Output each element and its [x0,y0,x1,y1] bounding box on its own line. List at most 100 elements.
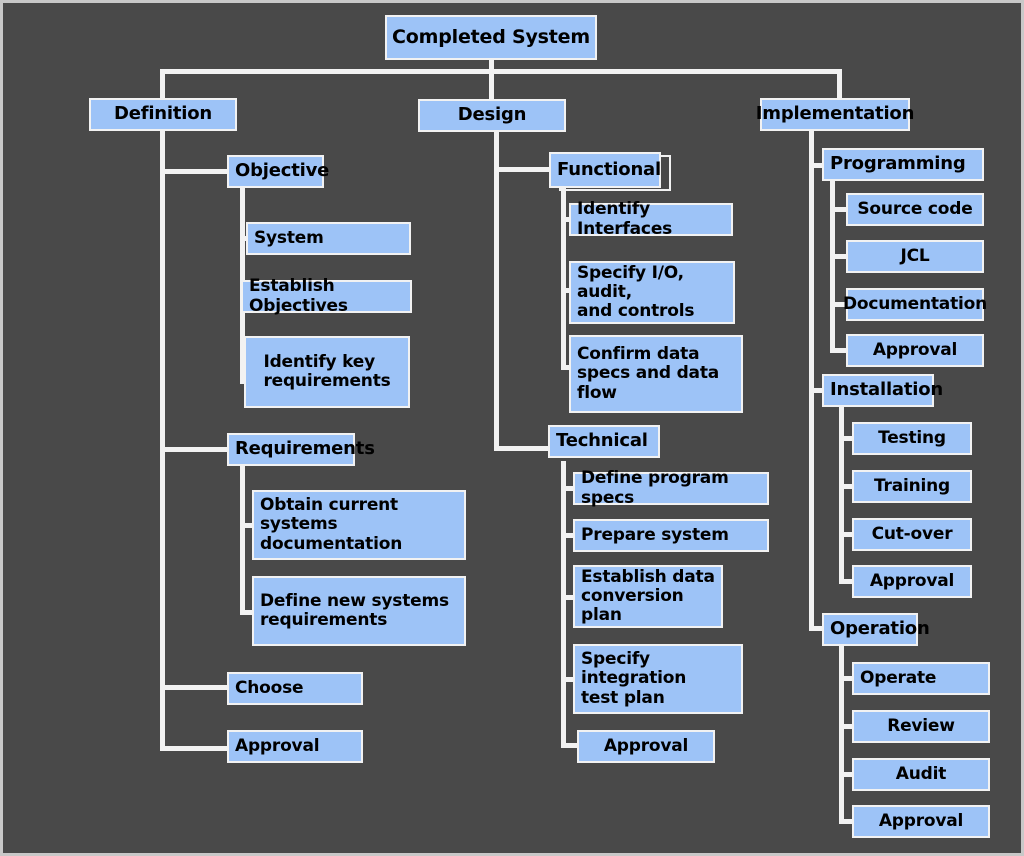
node-functional[interactable]: Functional [549,152,661,188]
node-technical[interactable]: Technical [548,425,660,458]
node-audit[interactable]: Audit [852,758,990,791]
node-approval-operation[interactable]: Approval [852,805,990,838]
node-documentation[interactable]: Documentation [842,288,988,321]
node-obtain-current-systems-documentation[interactable]: Obtain current systems documentation [252,490,466,560]
connector-installation-trunk [839,406,844,581]
connector-functional-to-identify-interfaces [561,217,573,222]
node-label: Choose [235,677,304,698]
connector-technical-to-define-program-specs [561,486,577,491]
connector-requirements-trunk [240,463,245,615]
connector-implementation-trunk [809,113,814,631]
node-completed-system[interactable]: Completed System [385,15,597,60]
node-testing[interactable]: Testing [852,422,972,455]
node-identify-key-requirements[interactable]: Identify key requirements [244,336,410,408]
connector-design-to-functional [494,167,550,172]
node-specify-io-audit-and-controls[interactable]: Specify I/O, audit, and controls [569,261,735,324]
node-label: Functional [557,158,661,180]
node-operation[interactable]: Operation [822,613,930,646]
node-define-new-systems-requirements[interactable]: Define new systems requirements [252,576,466,646]
connector-programming-to-jcl [830,254,850,259]
connector-definition-to-choose [160,685,230,690]
node-objective[interactable]: Objective [227,155,329,188]
node-approval-technical[interactable]: Approval [577,730,715,763]
node-label: Technical [556,430,648,452]
node-label: Identify key requirements [263,351,391,391]
node-define-program-specs[interactable]: Define program specs [573,468,769,508]
node-definition[interactable]: Definition [89,98,237,131]
node-operate[interactable]: Operate [852,662,990,695]
connector-programming-to-source-code [830,207,850,212]
node-label: Approval [603,735,689,756]
connector-design-to-technical [494,446,550,451]
node-label: Review [887,715,955,736]
node-approval-programming[interactable]: Approval [846,334,984,367]
connector-installation-to-testing [839,436,855,441]
node-choose[interactable]: Choose [227,672,363,705]
connector-implementation-to-operation [809,626,827,631]
connector-operation-to-approval [839,819,855,824]
connector-installation-to-cut-over [839,532,855,537]
node-label: Define new systems requirements [260,590,449,630]
node-training[interactable]: Training [852,470,972,503]
node-jcl[interactable]: JCL [846,240,984,273]
node-label: Approval [878,810,964,831]
connector-root-to-design [489,69,494,109]
connector-implementation-to-programming [809,163,827,168]
connector-definition-to-requirements [160,447,230,452]
node-label: Audit [895,763,947,784]
connector-installation-to-training [839,484,855,489]
node-design[interactable]: Design [418,99,566,132]
connector-technical-to-prepare-system [561,533,577,538]
node-source-code[interactable]: Source code [846,193,984,226]
node-installation[interactable]: Installation [822,374,943,407]
connector-requirements-to-define-new [240,610,256,615]
connector-technical-trunk [561,461,566,748]
connector-technical-to-establish-data [561,595,577,600]
connector-root-bus [160,69,842,74]
node-label: Cut-over [871,523,953,544]
node-label: Confirm data specs and data flow [577,344,720,403]
node-requirements[interactable]: Requirements [227,433,375,466]
node-label: Training [873,475,950,496]
node-prepare-system[interactable]: Prepare system [573,519,769,552]
node-confirm-data-specs-and-data-flow[interactable]: Confirm data specs and data flow [569,335,743,413]
node-label: Obtain current systems documentation [260,495,403,554]
node-label: JCL [900,245,930,266]
node-implementation[interactable]: Implementation [756,98,914,131]
node-specify-integration-test-plan[interactable]: Specify integration test plan [573,644,743,714]
node-label: Establish data conversion plan [581,566,715,626]
connector-technical-to-approval [561,743,581,748]
node-establish-objectives[interactable]: Establish Objectives [241,276,412,316]
node-label: Approval [872,339,958,360]
connector-functional-to-specify-io [561,288,573,293]
node-label: Prepare system [581,524,729,545]
connector-definition-to-objective [160,169,230,174]
node-label: Identify Interfaces [577,199,673,239]
node-label: Define program specs [581,468,729,508]
node-label: Programming [830,153,966,175]
connector-programming-trunk [830,181,835,350]
node-label: Implementation [755,103,915,125]
node-establish-data-conversion-plan[interactable]: Establish data conversion plan [573,565,723,628]
connector-operation-to-review [839,724,855,729]
node-label: Testing [878,427,946,448]
node-identify-interfaces[interactable]: Identify Interfaces [569,199,733,239]
connector-root-stem [489,60,494,74]
connector-requirements-to-obtain-current [240,523,256,528]
connector-implementation-to-installation [809,388,827,393]
node-system[interactable]: System [246,222,411,255]
node-label: Objective [235,160,330,182]
node-cut-over[interactable]: Cut-over [852,518,972,551]
node-approval-installation[interactable]: Approval [852,565,972,598]
node-label: Requirements [235,438,375,460]
node-label: Establish Objectives [249,276,348,316]
connector-root-to-definition [160,69,165,109]
node-programming[interactable]: Programming [822,148,984,181]
connector-functional-trunk [561,185,566,370]
node-review[interactable]: Review [852,710,990,743]
connector-definition-to-approval [160,746,230,751]
node-label: Documentation [842,293,988,314]
node-label: Specify integration test plan [581,649,687,708]
node-approval-definition[interactable]: Approval [227,730,363,763]
